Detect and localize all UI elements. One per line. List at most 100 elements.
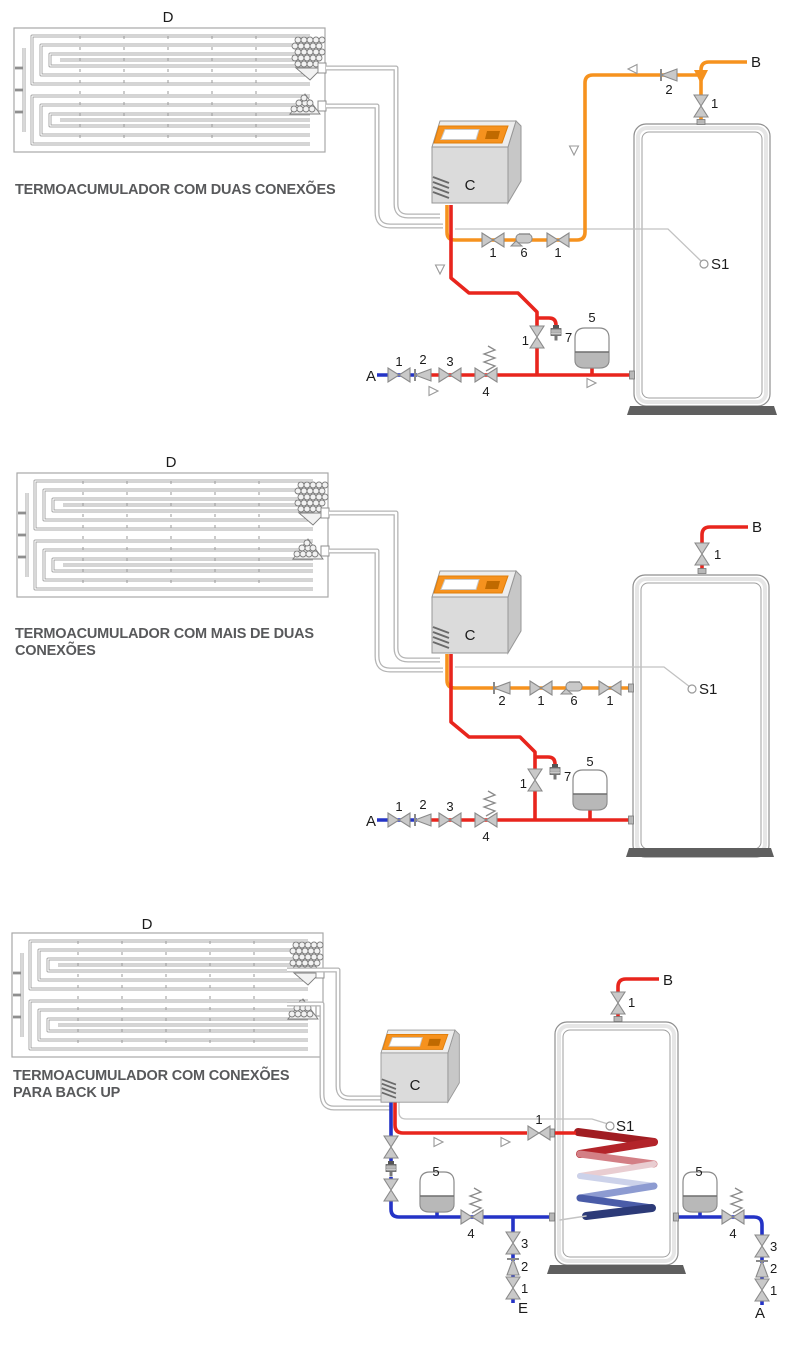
expansion-vessel: [574, 327, 610, 369]
valve-number: 4: [482, 384, 489, 399]
shutoff-valve: [754, 1234, 770, 1258]
check-valve: [755, 1260, 769, 1278]
collector-return-pipe-core: [287, 1002, 392, 1110]
cold-inlet-label: A: [366, 813, 376, 830]
coil-leg: [577, 1161, 657, 1179]
hot-outlet-pipe-b: [699, 60, 747, 79]
shutoff-valve: [527, 1125, 551, 1141]
tank-bottom-left-connection: [549, 1212, 555, 1222]
tank-wall: [557, 1024, 676, 1263]
shutoff-valve: [387, 367, 411, 383]
collector-label: D: [163, 9, 174, 26]
collector-supply-pipe-core: [329, 511, 440, 662]
tank-bottom-right-connection: [673, 1212, 679, 1222]
solar-collector: [10, 931, 326, 1059]
air-vent: [385, 1160, 397, 1177]
valve-number: 3: [521, 1236, 528, 1251]
valve-number: 2: [665, 82, 672, 97]
coil-leg: [576, 1138, 658, 1158]
hot-return-pipe: [449, 205, 539, 375]
valve-number: 2: [419, 797, 426, 812]
valve-number: 1: [554, 245, 561, 260]
fitting-number: 7: [564, 769, 571, 784]
vessel-number: 5: [432, 1164, 439, 1179]
valve-number: 4: [482, 829, 489, 844]
flow-direction-icon: [568, 145, 580, 156]
sensor-label: S1: [616, 1118, 634, 1135]
valve-number: 1: [714, 547, 721, 562]
collector-return-pipe: [329, 548, 443, 673]
valve-number: 1: [535, 1112, 542, 1127]
shutoff-valve: [754, 1278, 770, 1302]
sensor-wire: [455, 228, 703, 263]
valve-number: 1: [628, 995, 635, 1010]
flow-direction-icon: [428, 385, 439, 397]
valve-number: 2: [498, 693, 505, 708]
storage-tank: [554, 1021, 679, 1266]
fitting-number: 7: [565, 330, 572, 345]
collector-return-pipe: [326, 103, 443, 229]
valve-number: 2: [521, 1259, 528, 1274]
controller-label: C: [465, 627, 476, 644]
flow-direction-icon: [586, 377, 597, 389]
tank-top-connection: [613, 1016, 623, 1022]
check-valve: [660, 68, 678, 82]
coil-leg: [576, 1182, 658, 1202]
valve-number: 1: [606, 693, 613, 708]
shutoff-valve: [438, 367, 462, 383]
sensor-wire: [398, 1102, 609, 1125]
tank-inner-wall: [562, 1029, 671, 1258]
shutoff-valve: [693, 94, 709, 118]
flow-direction-icon: [434, 264, 446, 275]
valve-number: 1: [522, 333, 529, 348]
air-vent: [549, 763, 561, 780]
fitting-number: 6: [520, 245, 527, 260]
check-valve: [506, 1258, 520, 1276]
collector-return-pipe-core: [329, 549, 443, 672]
controller-unit: [431, 120, 522, 204]
vessel-number: 5: [586, 754, 593, 769]
storage-tank: [631, 573, 771, 859]
collector-label: D: [142, 916, 153, 933]
valve-number: 3: [446, 799, 453, 814]
collector-supply-pipe-core: [326, 66, 440, 218]
tank-bottom-connection: [629, 370, 635, 380]
hot-outlet-label: B: [663, 972, 673, 989]
shutoff-valve: [383, 1135, 399, 1159]
valve-number: 4: [467, 1226, 474, 1241]
collector-supply-pipe-core: [287, 968, 390, 1100]
hot-outlet-label: B: [751, 54, 761, 71]
coil-leg: [576, 1150, 658, 1168]
hot-return-pipe: [449, 654, 537, 820]
solar-collector: [12, 26, 328, 154]
valve-number: 2: [770, 1261, 777, 1276]
cold-return-pipe: [389, 1102, 549, 1219]
backup-heating-coil: [559, 1128, 658, 1221]
collector-label: D: [166, 454, 177, 471]
valve-number: 1: [395, 799, 402, 814]
expansion-vessel: [572, 769, 608, 811]
coil-leg: [577, 1173, 657, 1189]
valve-number: 4: [729, 1226, 736, 1241]
air-vent: [550, 324, 562, 341]
tank-top-connection: [697, 568, 707, 574]
valve-number: 3: [446, 354, 453, 369]
shutoff-valve: [529, 325, 545, 349]
tank-bottom-connection: [628, 815, 634, 825]
cold-inlet-pipe: [677, 1215, 764, 1305]
shutoff-valve: [438, 812, 462, 828]
valve-number: 1: [520, 776, 527, 791]
check-valve: [414, 368, 432, 382]
vessel-number: 5: [695, 1164, 702, 1179]
sensor-probe: [605, 1121, 615, 1131]
air-vent-branch-pipe: [537, 316, 558, 326]
vessel-number: 5: [588, 310, 595, 325]
shutoff-valve: [694, 542, 710, 566]
cold-inlet-label: A: [366, 368, 376, 385]
check-valve: [414, 813, 432, 827]
hot-supply-pipe: [393, 1102, 576, 1135]
drain-label: E: [518, 1300, 528, 1317]
sensor-label: S1: [699, 681, 717, 698]
sensor-label: S1: [711, 256, 729, 273]
